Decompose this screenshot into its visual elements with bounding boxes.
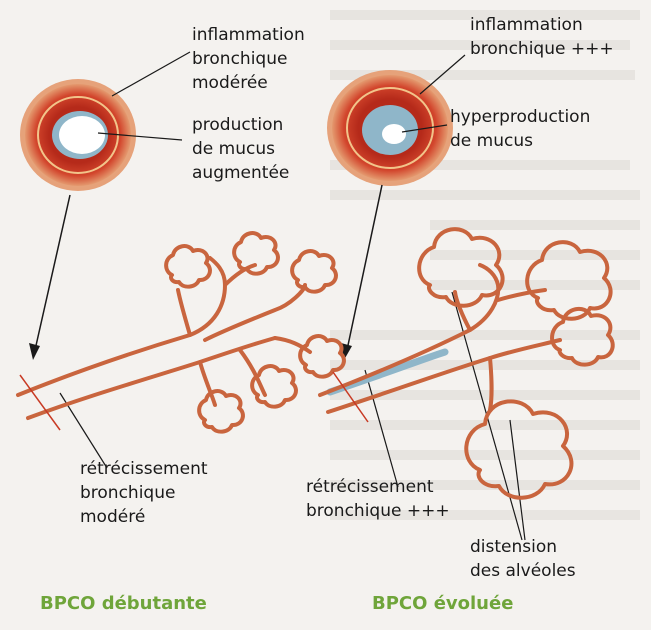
left-mucus-label: production de mucus augmentée	[192, 115, 289, 183]
left-arrow	[29, 195, 70, 360]
right-lumen	[382, 124, 406, 144]
right-narrowing-label: rétrécissement bronchique +++	[306, 477, 450, 521]
right-alveoli-label: distension des alvéoles	[470, 537, 576, 581]
left-inflammation-label: inflammation bronchique modérée	[192, 25, 310, 93]
left-caption: BPCO débutante	[40, 593, 207, 614]
left-lumen	[59, 116, 105, 154]
right-inflammation-label: inflammation bronchique +++	[470, 15, 614, 59]
left-cut-mark	[20, 375, 60, 430]
right-mucus-label: hyperproduction de mucus	[450, 107, 596, 151]
right-caption: BPCO évoluée	[372, 593, 513, 614]
left-bronchial-tree	[18, 233, 344, 432]
right-bronchus-section	[327, 70, 453, 186]
left-narrowing-label: rétrécissement bronchique modéré	[80, 459, 213, 527]
